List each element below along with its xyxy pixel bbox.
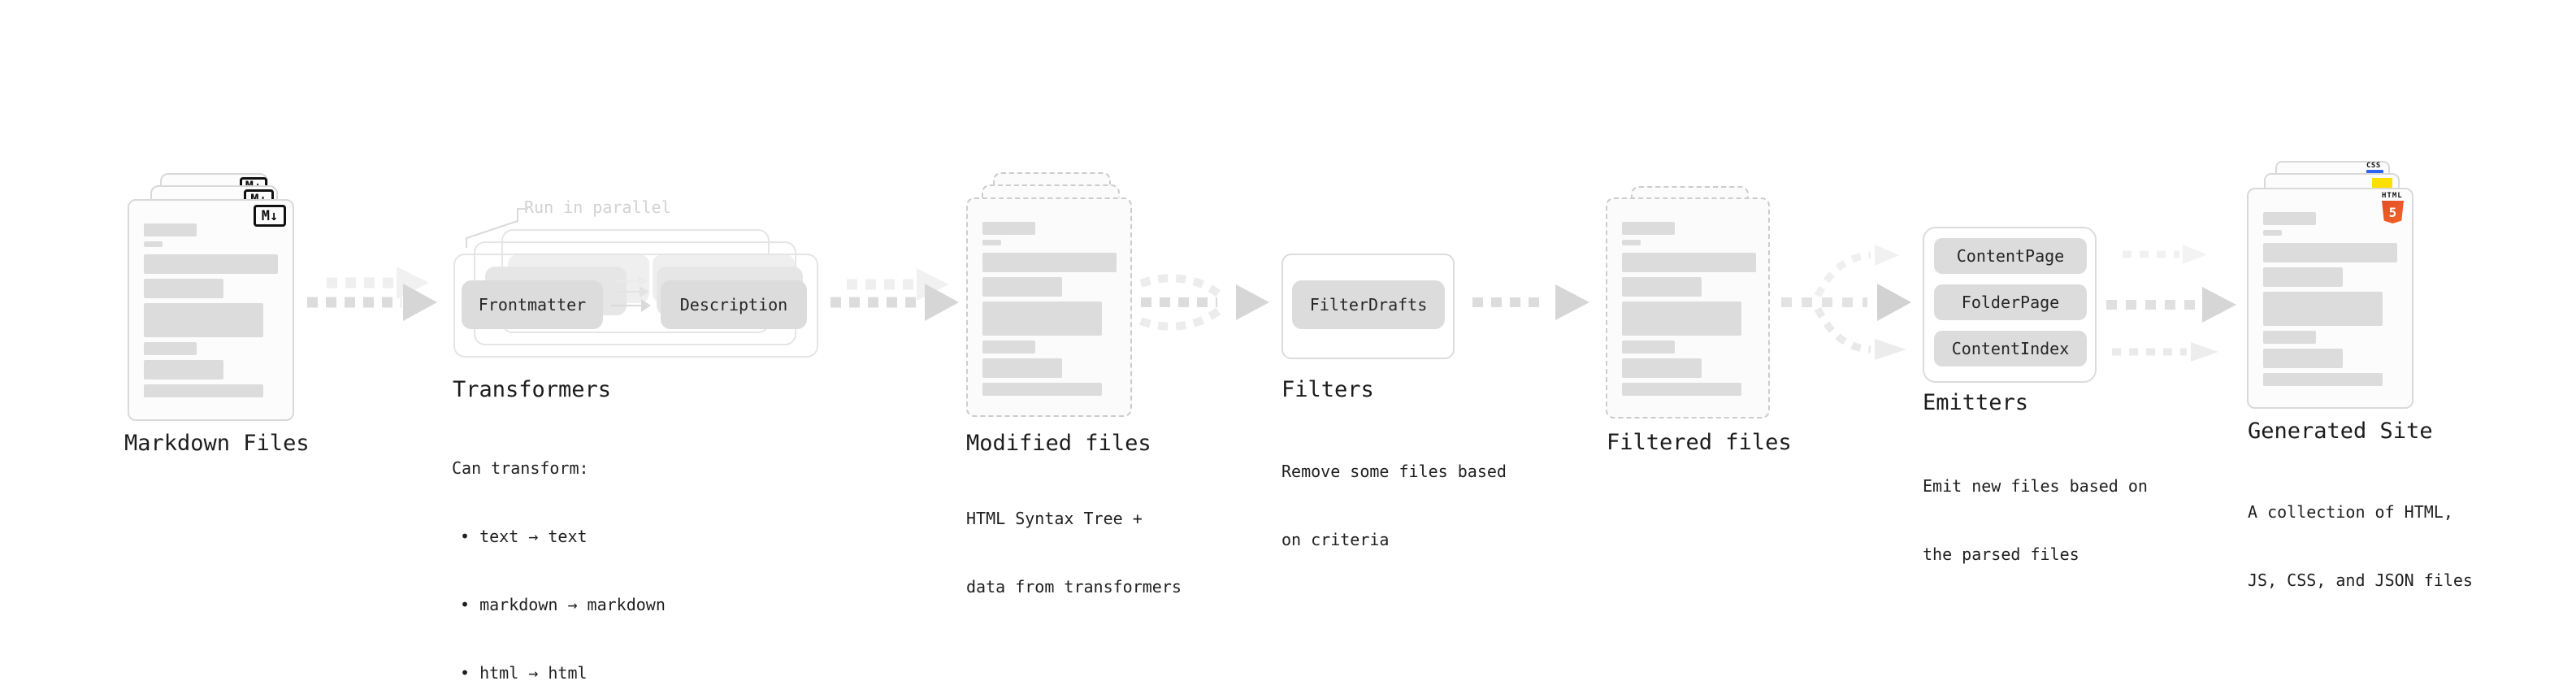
arrow-transformers-to-modified: [830, 268, 959, 321]
placeholder-bar: [2263, 267, 2343, 287]
frontmatter-box: Frontmatter: [462, 280, 603, 329]
placeholder-bar: [1622, 340, 1675, 354]
placeholder-bar: [144, 384, 263, 397]
markdown-icon: M↓: [254, 205, 286, 227]
placeholder-bar: [982, 358, 1062, 378]
filters-label: Filters: [1281, 377, 1374, 402]
placeholder-bar: [2263, 230, 2282, 236]
emitters-desc-line2: the parsed files: [1923, 544, 2079, 564]
filterdrafts-box: FilterDrafts: [1292, 280, 1445, 329]
css-icon-bar: [2366, 170, 2383, 173]
arrow-filters-to-filtered: [1472, 284, 1589, 320]
filtered-files-label: Filtered files: [1607, 430, 1792, 455]
placeholder-bar: [982, 277, 1062, 297]
bullet-text-to-text: • text → text: [460, 527, 588, 546]
bullet-markdown-to-markdown: • markdown → markdown: [460, 595, 666, 614]
generated-site-desc-line2: JS, CSS, and JSON files: [2248, 570, 2473, 590]
contentpage-box: ContentPage: [1934, 238, 2087, 274]
modified-files-label: Modified files: [966, 431, 1151, 456]
placeholder-bar: [144, 223, 197, 236]
placeholder-bar: [1622, 253, 1756, 272]
placeholder-bar: [1622, 383, 1741, 396]
placeholder-bar: [1622, 222, 1675, 235]
description-box: Description: [661, 280, 807, 329]
placeholder-bar: [1622, 358, 1702, 378]
markdown-file-card: [128, 199, 294, 421]
placeholder-bar: [144, 303, 263, 337]
placeholder-bar: [982, 340, 1035, 354]
generated-site-desc-line1: A collection of HTML,: [2248, 502, 2453, 522]
modified-file-card: [966, 197, 1132, 417]
filters-description: Remove some files based on criteria: [1281, 414, 1507, 596]
html5-icon: 5: [2382, 201, 2404, 223]
placeholder-bar: [1622, 301, 1741, 336]
placeholder-bar: [1622, 277, 1702, 297]
placeholder-bar: [982, 383, 1102, 396]
modified-files-desc-line1: HTML Syntax Tree +: [966, 509, 1143, 528]
placeholder-bar: [2263, 212, 2316, 225]
arrow-modified-to-filters: [1139, 274, 1269, 331]
placeholder-bar: [144, 342, 197, 355]
emitters-label: Emitters: [1923, 390, 2029, 415]
generated-file-card-html: [2247, 188, 2413, 409]
filters-desc-line1: Remove some files based: [1281, 462, 1507, 481]
arrow-filtered-to-emitters: [1781, 245, 1911, 360]
transformer-container: [453, 254, 818, 358]
generated-site-label: Generated Site: [2248, 419, 2433, 444]
modified-files-desc-line2: data from transformers: [966, 577, 1182, 596]
placeholder-bar: [144, 241, 163, 247]
emitters-description: Emit new files based on the parsed files: [1923, 429, 2148, 611]
arrows-emitters-to-generated: [2106, 245, 2236, 362]
generated-site-description: A collection of HTML, JS, CSS, and JSON …: [2248, 455, 2473, 637]
placeholder-bar: [982, 240, 1001, 245]
placeholder-bar: [2263, 349, 2343, 368]
css-icon: CSS: [2366, 162, 2381, 170]
run-in-parallel-annotation: Run in parallel: [524, 197, 671, 217]
arrow-markdown-to-transformers: [307, 267, 437, 321]
placeholder-bar: [2263, 331, 2316, 344]
filters-desc-line2: on criteria: [1281, 530, 1390, 549]
markdown-files-label: Markdown Files: [124, 431, 310, 456]
can-transform-title: Can transform:: [452, 458, 589, 478]
modified-files-description: HTML Syntax Tree + data from transformer…: [966, 462, 1182, 644]
filtered-file-card: [1606, 197, 1770, 419]
emitters-desc-line1: Emit new files based on: [1923, 476, 2148, 496]
js-icon: [2372, 178, 2392, 188]
transformers-label: Transformers: [453, 377, 612, 402]
transformers-description: Can transform: • text → text • markdown …: [452, 411, 666, 681]
placeholder-bar: [982, 301, 1102, 336]
bullet-html-to-html: • html → html: [460, 663, 588, 681]
html5-icon-label: HTML: [2382, 192, 2403, 200]
placeholder-bar: [982, 222, 1035, 235]
folderpage-box: FolderPage: [1934, 284, 2087, 320]
placeholder-bar: [144, 360, 223, 380]
placeholder-bar: [2263, 292, 2383, 326]
placeholder-bar: [982, 253, 1117, 272]
placeholder-bar: [2263, 243, 2397, 262]
placeholder-bar: [2263, 373, 2383, 386]
placeholder-bar: [144, 254, 278, 274]
placeholder-bar: [144, 279, 223, 298]
contentindex-box: ContentIndex: [1934, 331, 2087, 367]
placeholder-bar: [1622, 240, 1641, 245]
